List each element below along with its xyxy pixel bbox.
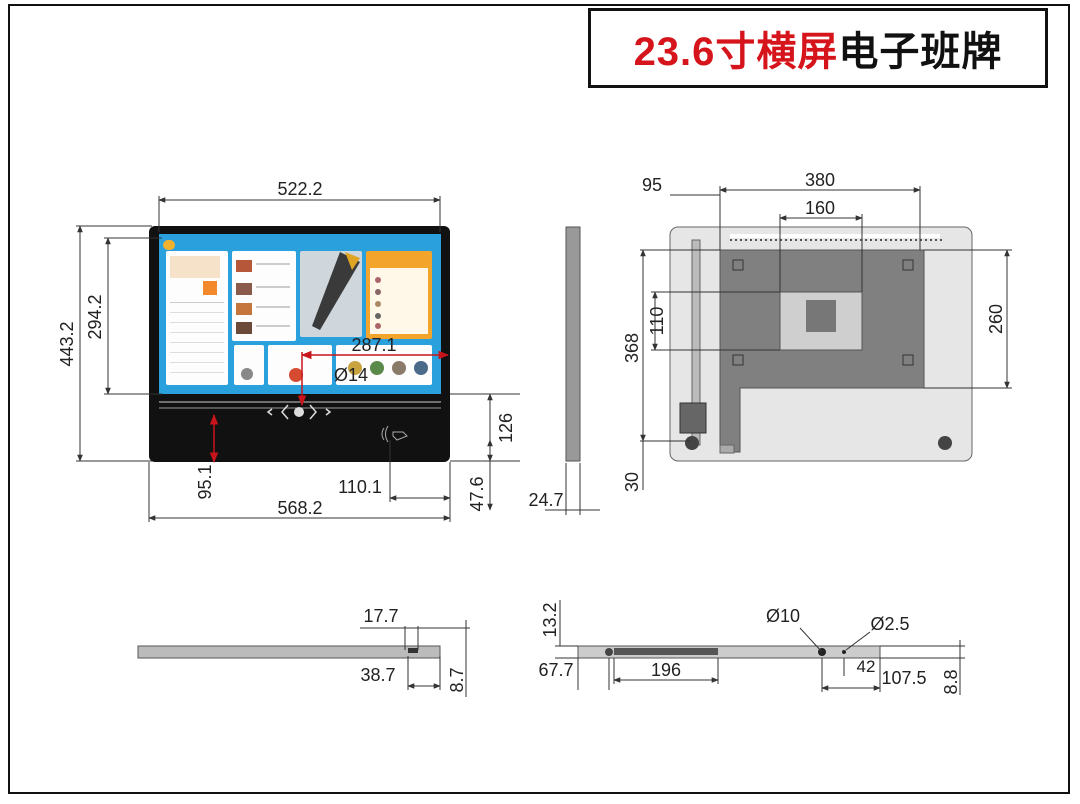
front-view — [149, 226, 450, 462]
dim-bottom-67-7: 67.7 — [538, 660, 573, 680]
front-camera — [294, 407, 304, 417]
dim-back-h110: 110 — [647, 307, 667, 336]
dim-nfc-x: 110.1 — [338, 477, 382, 497]
top-dimensions — [360, 620, 470, 697]
dim-back-vesa-inner: 160 — [805, 198, 835, 218]
dim-back-h30: 30 — [622, 472, 642, 492]
dim-back-h368: 368 — [622, 333, 642, 363]
drawing-frame — [8, 4, 1070, 794]
front-dimensions — [76, 196, 520, 522]
dim-bottom-42: 42 — [857, 657, 876, 676]
top-view — [137, 645, 441, 659]
dim-screen-to-edge: 287.1 — [351, 335, 396, 355]
front-nav-indicator — [266, 404, 332, 420]
dim-nfc-h: 126 — [496, 413, 516, 443]
title-red-part: 23.6寸横屏 — [633, 30, 839, 74]
back-view — [669, 226, 973, 462]
title-black-part: 电子班牌 — [838, 30, 1003, 74]
dim-bottom-13-2: 13.2 — [540, 602, 560, 637]
bottom-dimensions — [555, 600, 965, 695]
dim-side-depth: 24.7 — [528, 490, 563, 510]
dim-top-17-7: 17.7 — [363, 606, 398, 626]
dim-top-8-7: 8.7 — [447, 667, 467, 692]
dim-front-height: 443.2 — [57, 321, 77, 366]
dim-bottom-panel: 95.1 — [195, 464, 215, 499]
side-view — [565, 226, 581, 462]
dim-nfc-y: 47.6 — [467, 476, 487, 511]
front-red-dimensions — [209, 350, 450, 464]
dim-bottom-196: 196 — [651, 660, 681, 680]
dim-top-38-7: 38.7 — [360, 665, 395, 685]
dim-back-vesa-outer: 380 — [805, 170, 835, 190]
back-dimensions — [640, 186, 1012, 490]
dim-front-total-width: 568.2 — [277, 498, 322, 518]
dim-back-h260: 260 — [986, 304, 1006, 334]
screen-ui-mock — [163, 240, 432, 385]
dim-camera-dia: Ø14 — [334, 365, 368, 385]
bottom-view — [577, 645, 881, 659]
dim-bottom-8-8: 8.8 — [941, 669, 961, 694]
dim-back-left: 95 — [642, 175, 662, 195]
dim-front-screen-height: 294.2 — [85, 294, 105, 339]
nfc-icon — [381, 425, 408, 443]
dim-front-top-width: 522.2 — [277, 179, 322, 199]
title-box: 23.6寸横屏电子班牌 — [588, 8, 1048, 88]
dim-bottom-d2-5: Ø2.5 — [870, 614, 909, 634]
dim-bottom-107-5: 107.5 — [881, 668, 926, 688]
dim-bottom-d10: Ø10 — [766, 606, 800, 626]
